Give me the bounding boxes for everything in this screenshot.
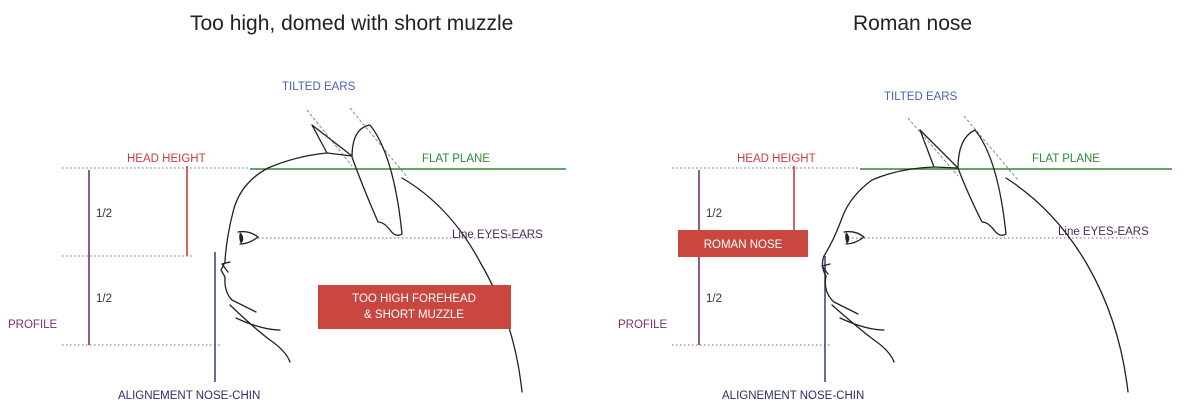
- alignment-nose-chin-label: ALIGNEMENT NOSE-CHIN: [118, 390, 260, 402]
- tilted-ears-label: TILTED EARS: [282, 81, 356, 93]
- cat-neck-line: [1005, 177, 1129, 393]
- panel-title-right: Roman nose: [853, 12, 973, 35]
- cat-neck-line: [401, 177, 523, 393]
- cat-eye-pupil: [239, 232, 244, 244]
- half-top-label: 1/2: [706, 208, 722, 220]
- cat-nose: [221, 261, 231, 273]
- flat-plane-label: FLAT PLANE: [422, 153, 490, 165]
- alignment-nose-chin-label: ALIGNEMENT NOSE-CHIN: [722, 390, 864, 402]
- cat-chin-line: [831, 304, 895, 363]
- tilted-ears-label: TILTED EARS: [884, 91, 958, 103]
- cat-ear-right: [351, 124, 403, 236]
- line-eyes-ears-label: Line EYES-EARS: [1058, 226, 1149, 238]
- profile-label: PROFILE: [618, 319, 668, 331]
- cat-mouth-line: [839, 317, 885, 331]
- ear-tilt-dash-right: [963, 115, 1019, 181]
- cat-mouth-line: [235, 317, 281, 331]
- cat-eye: [843, 230, 865, 245]
- ear-tilt-dash-right: [349, 107, 409, 179]
- box-label-line1: ROMAN NOSE: [704, 239, 783, 251]
- cat-ear-left: [311, 124, 353, 157]
- cat-eye: [237, 230, 259, 245]
- panel-left: TOO HIGH FOREHEAD & SHORT MUZZLE TILTED …: [8, 81, 566, 402]
- ear-tilt-dash-left: [907, 117, 959, 177]
- cat-head-profile: [220, 152, 328, 313]
- flat-plane-label: FLAT PLANE: [1032, 153, 1100, 165]
- box-label-line2: & SHORT MUZZLE: [364, 309, 464, 321]
- cat-head-profile: [821, 166, 935, 315]
- half-bottom-label: 1/2: [96, 293, 112, 305]
- half-top-label: 1/2: [96, 208, 112, 220]
- panel-title-left: Too high, domed with short muzzle: [190, 12, 514, 35]
- roman-nose-box: [678, 230, 808, 257]
- head-height-label: HEAD HEIGHT: [127, 153, 206, 165]
- cat-ear-left: [919, 129, 959, 169]
- line-eyes-ears-label: Line EYES-EARS: [452, 229, 543, 241]
- half-bottom-label: 1/2: [706, 293, 722, 305]
- cat-nose: [821, 263, 831, 275]
- panel-right: ROMAN NOSE TILTED EARS HEAD HEIGHT FLAT …: [618, 91, 1172, 402]
- head-height-label: HEAD HEIGHT: [737, 153, 816, 165]
- cat-ear-right: [957, 129, 1007, 236]
- profile-label: PROFILE: [8, 319, 58, 331]
- box-label-line1: TOO HIGH FOREHEAD: [352, 293, 476, 305]
- cat-eye-pupil: [845, 232, 850, 244]
- too-high-forehead-box: [318, 285, 511, 329]
- cat-chin-line: [229, 304, 291, 363]
